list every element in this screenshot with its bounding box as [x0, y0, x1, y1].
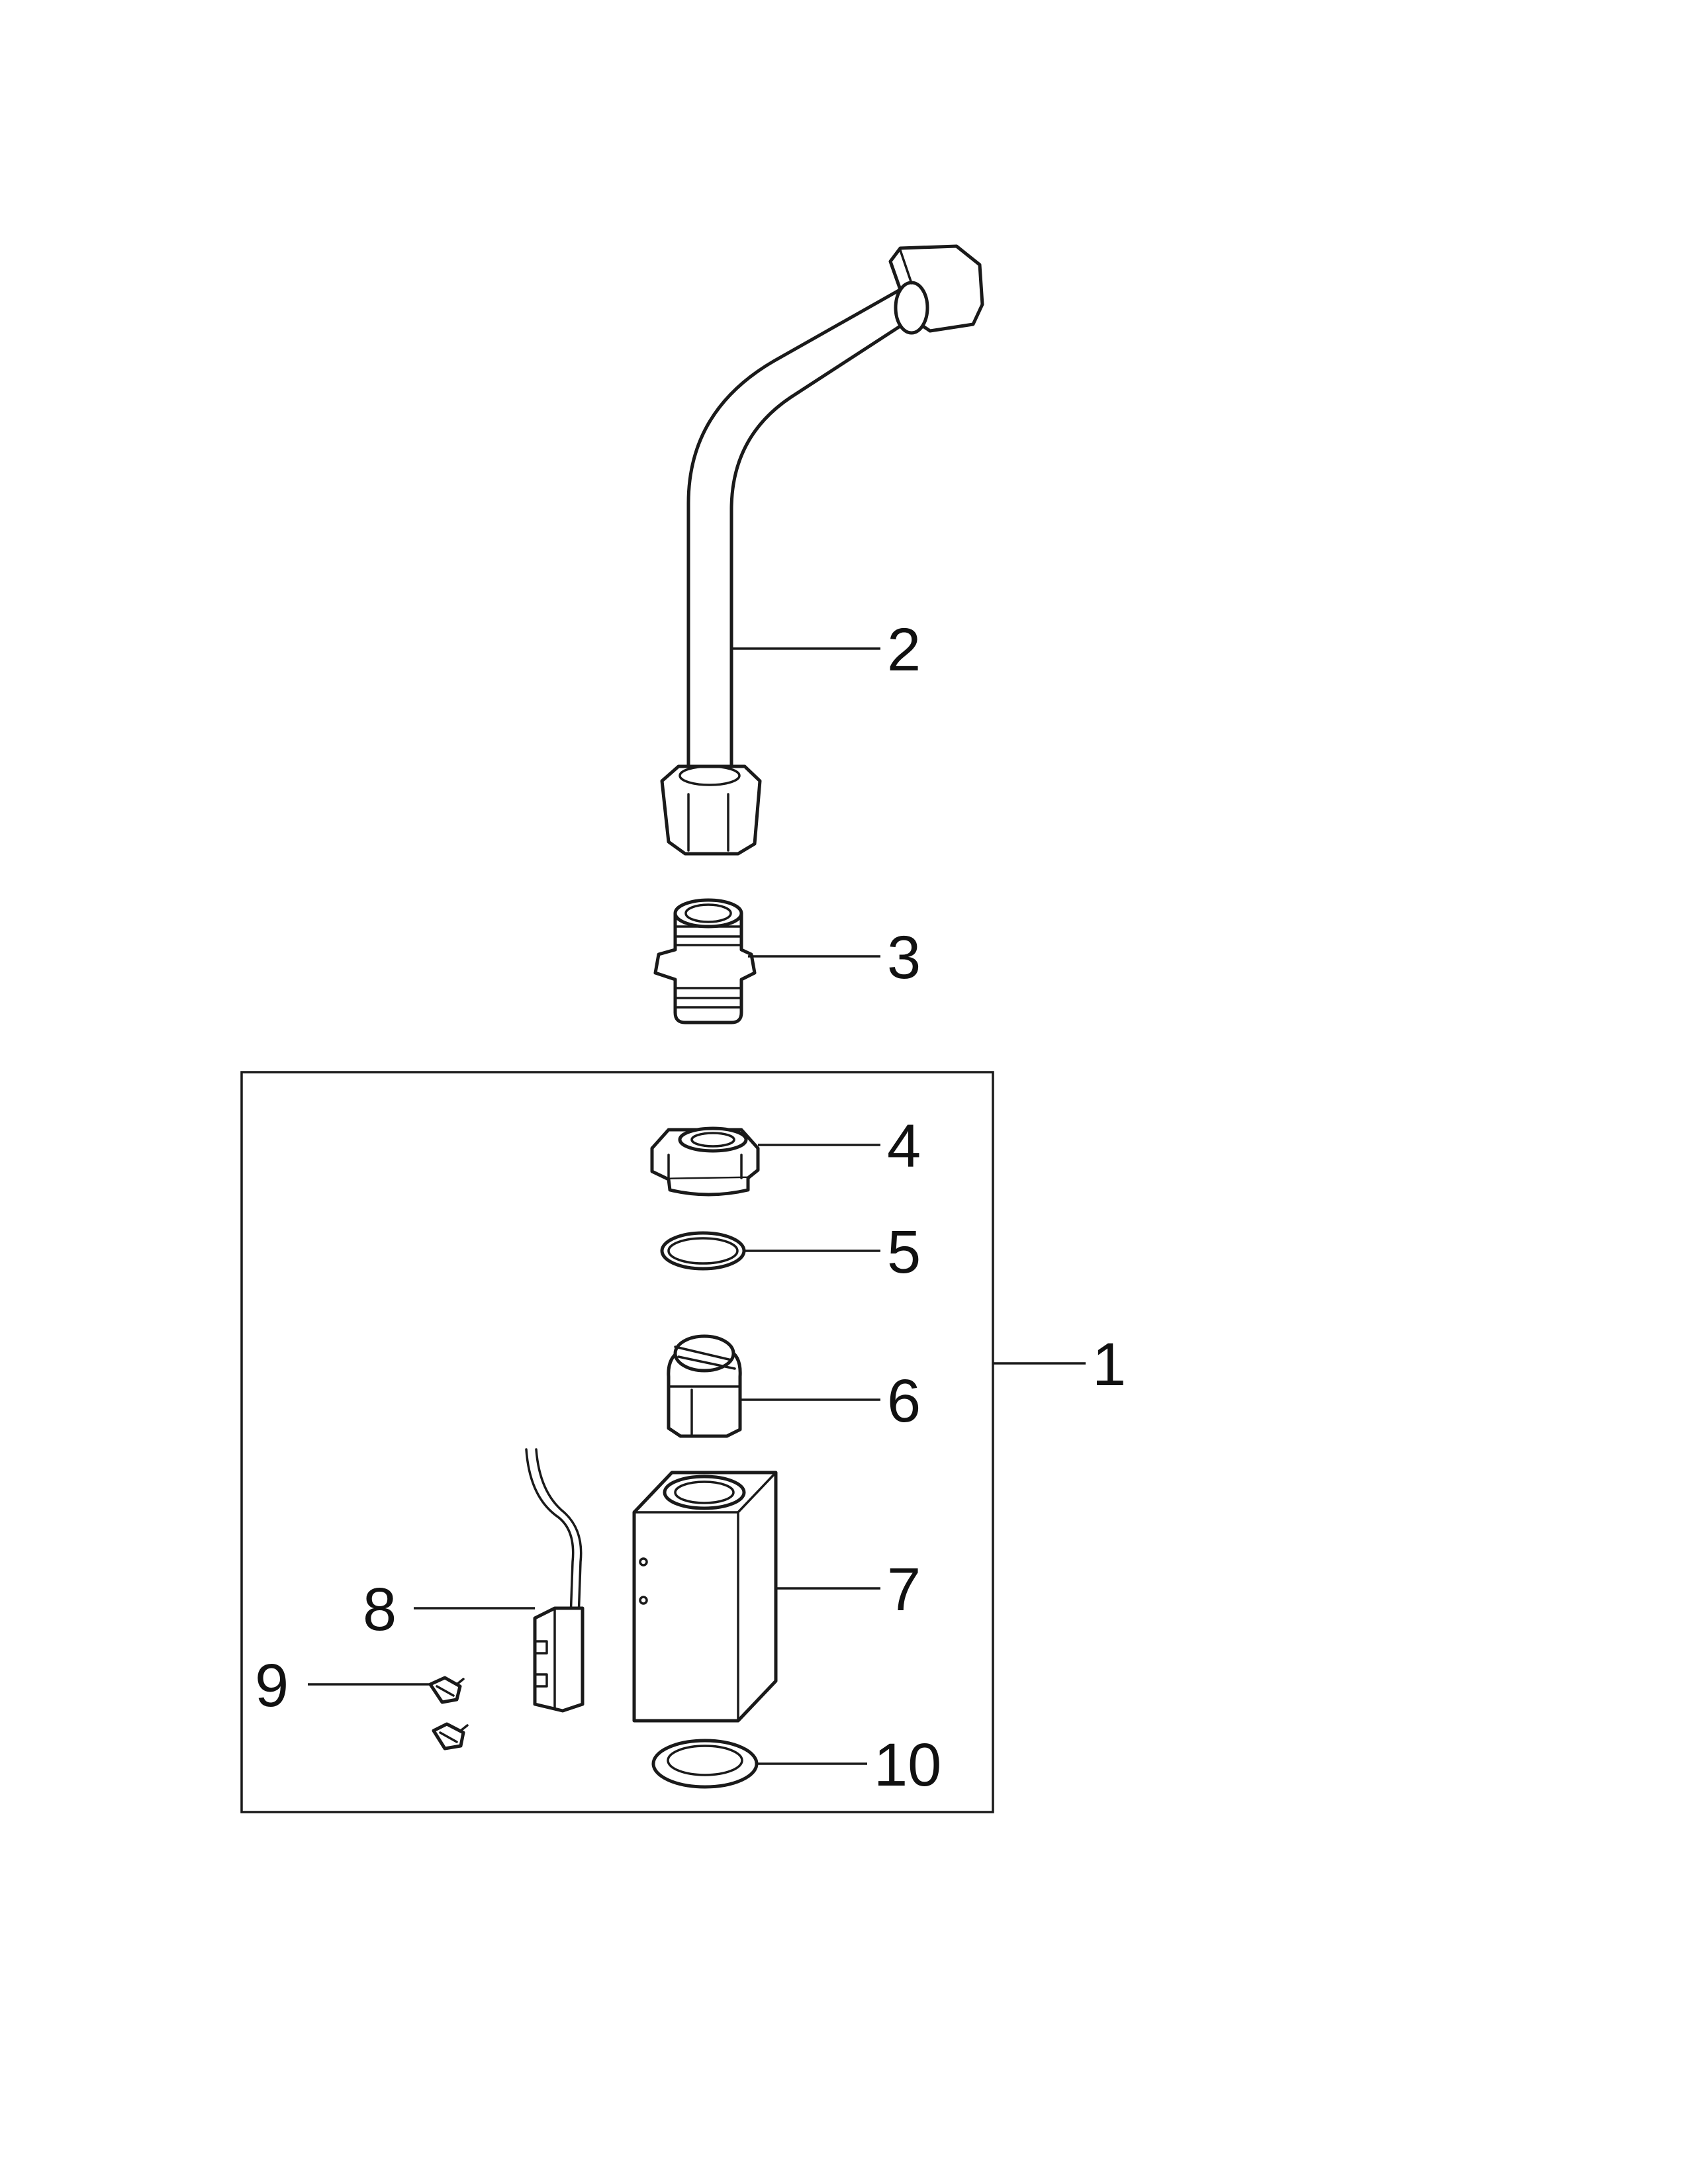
leader-lines: [308, 647, 1086, 1765]
part-8-reed-sensor: [525, 1448, 585, 1713]
part-9-screws: [428, 1676, 469, 1751]
callout-9: 9: [255, 1652, 289, 1719]
part-5-o-ring: [660, 1231, 746, 1271]
part-4-hex-plug: [650, 1126, 760, 1197]
callout-7: 7: [887, 1556, 921, 1623]
part-6-valve-insert: [667, 1334, 742, 1438]
callout-2: 2: [887, 616, 921, 684]
part-7-flow-switch-body: [632, 1471, 778, 1723]
callout-8: 8: [363, 1576, 397, 1643]
callout-10: 10: [874, 1731, 941, 1799]
callout-6: 6: [887, 1367, 921, 1435]
callout-5: 5: [887, 1218, 921, 1286]
part-10-sealing-washer: [651, 1739, 759, 1789]
part-2-pressure-pipe: [660, 244, 984, 856]
callout-4: 4: [887, 1113, 921, 1180]
assembly-frame-part-1: [240, 1071, 994, 1813]
callout-1: 1: [1092, 1331, 1126, 1398]
part-3-threaded-nipple: [653, 898, 757, 1024]
callout-numbers: 2 3 4 5 1 6 7 8 9 10: [255, 616, 1126, 1799]
callout-3: 3: [887, 924, 921, 991]
